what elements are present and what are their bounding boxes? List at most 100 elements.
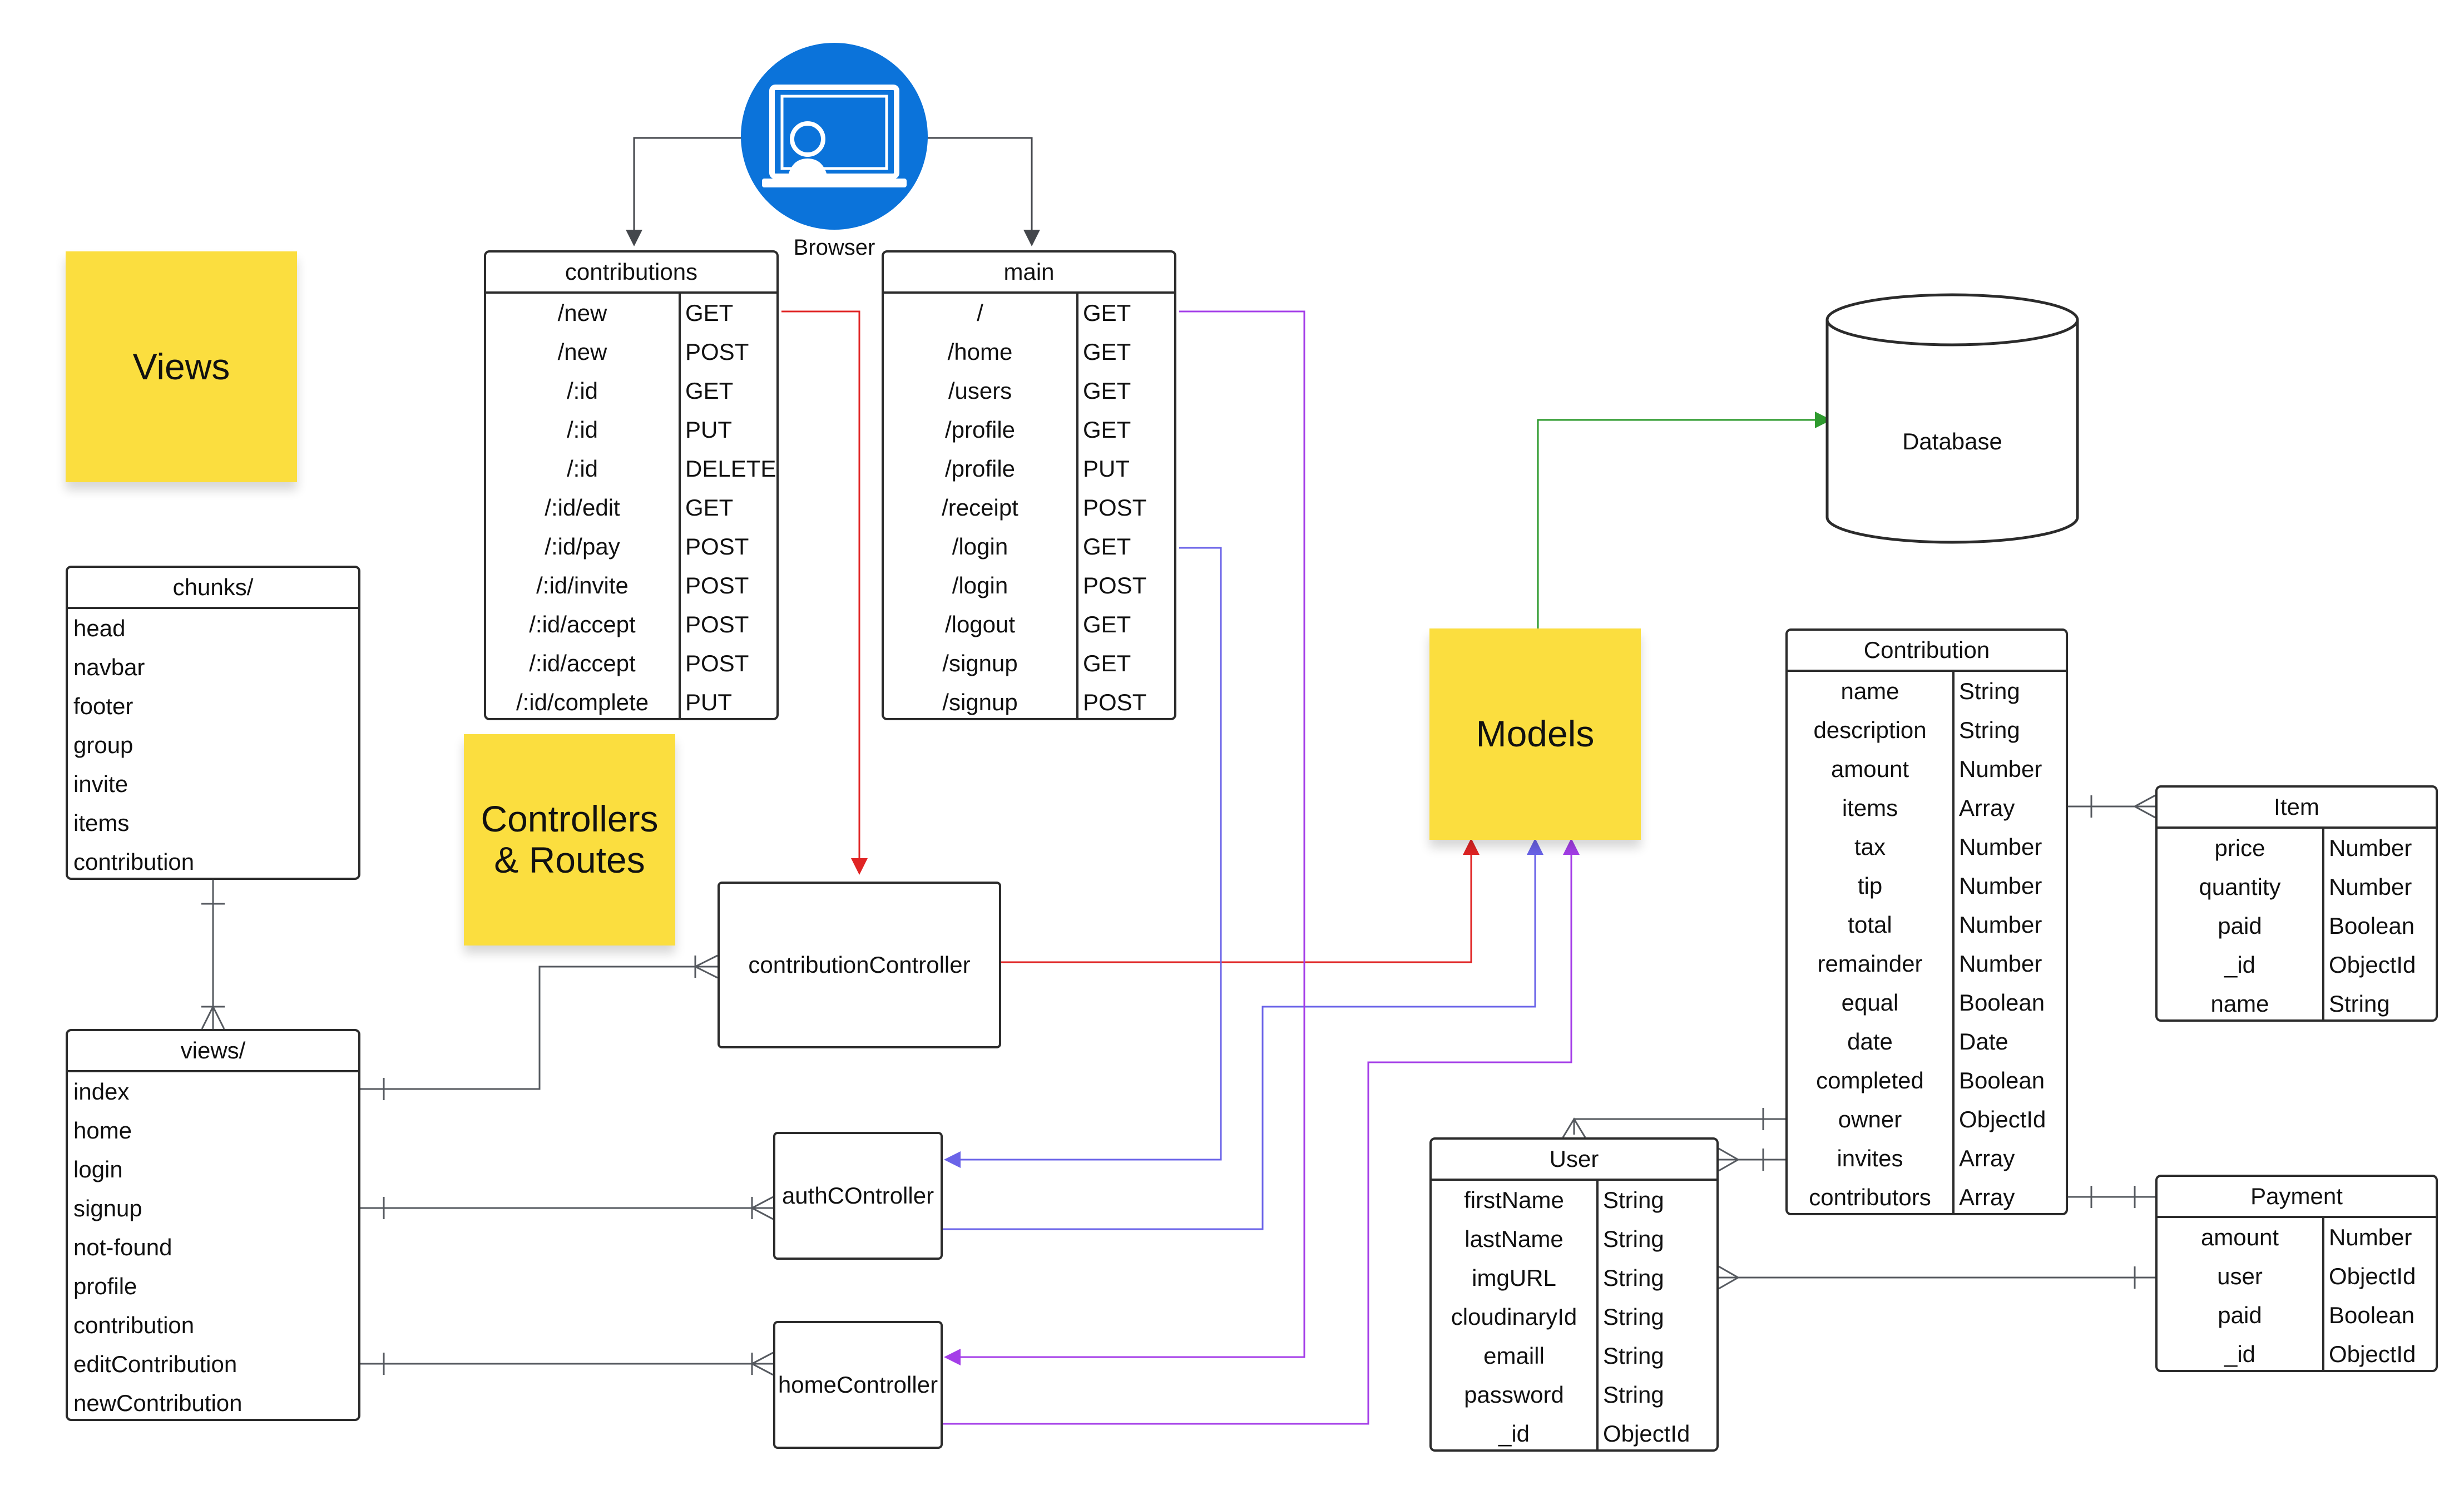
- main-to-auth-edge: [944, 547, 1222, 1168]
- route-row-value: POST: [685, 611, 749, 637]
- route-row-key: /profile: [884, 449, 1078, 488]
- main-to-home-edge: [944, 310, 1305, 1365]
- item-model-title: Item: [2158, 788, 2436, 829]
- controllers-routes-sticky-note[interactable]: Controllers & Routes: [464, 734, 675, 946]
- payment-model-title: Payment: [2158, 1177, 2436, 1218]
- database-icon: [1825, 293, 2079, 544]
- route-row-value: GET: [1083, 611, 1131, 637]
- route-row-value: GET: [1083, 339, 1131, 365]
- field-row-value: ObjectId: [1959, 1106, 2046, 1132]
- route-row-value: POST: [685, 533, 749, 560]
- route-row-value: GET: [685, 494, 734, 521]
- auth-controller-to-models-edge: [943, 838, 1543, 1230]
- contribution-controller-label: contributionController: [748, 952, 971, 978]
- route-row-key: /users: [884, 372, 1078, 410]
- home-controller-node[interactable]: homeController: [773, 1321, 943, 1449]
- models-to-database-edge: [1537, 412, 1832, 628]
- views-to-home-controller-relation: [360, 1352, 774, 1376]
- presentation-icon: [740, 42, 929, 231]
- route-row-value: POST: [685, 650, 749, 676]
- route-row-value: PUT: [685, 417, 732, 443]
- route-row-key: /signup: [884, 683, 1078, 718]
- field-row-key: date: [1788, 1022, 1955, 1061]
- route-row-value: PUT: [685, 689, 732, 715]
- field-row-key: equal: [1788, 983, 1955, 1022]
- field-row-key: tax: [1788, 828, 1955, 867]
- contribution-model-title: Contribution: [1788, 631, 2066, 672]
- field-row-key: _id: [2158, 1335, 2324, 1370]
- field-row-value: Number: [1959, 912, 2042, 938]
- field-row-value: ObjectId: [2329, 1341, 2416, 1367]
- route-row-value: POST: [1083, 494, 1147, 521]
- route-row-key: /:id/complete: [486, 683, 681, 718]
- route-row-value: POST: [1083, 689, 1147, 715]
- field-row-key: owner: [1788, 1100, 1955, 1139]
- route-row-value: GET: [685, 300, 734, 326]
- route-row-key: /signup: [884, 644, 1078, 683]
- route-row-key: /login: [884, 566, 1078, 605]
- field-row-value: String: [2329, 991, 2390, 1017]
- route-row-key: /logout: [884, 605, 1078, 644]
- field-row-value: Number: [2329, 835, 2412, 861]
- route-row-key: /receipt: [884, 488, 1078, 527]
- models-sticky-note[interactable]: Models: [1429, 628, 1641, 840]
- home-controller-to-models-edge: [943, 838, 1580, 1425]
- route-row-key: /:id/pay: [486, 527, 681, 566]
- database-node[interactable]: Database: [1824, 292, 2080, 548]
- chunk-item: navbar: [73, 654, 145, 680]
- view-item: newContribution: [73, 1390, 243, 1416]
- route-row-value: PUT: [1083, 456, 1130, 482]
- route-row-key: /:id/accept: [486, 605, 681, 644]
- chunk-item: footer: [73, 693, 133, 719]
- auth-controller-node[interactable]: authCOntroller: [773, 1132, 943, 1260]
- field-row-value: String: [1603, 1304, 1664, 1330]
- chunk-item: invite: [73, 771, 128, 797]
- field-row-value: Number: [1959, 951, 2042, 977]
- contribution-controller-node[interactable]: contributionController: [718, 882, 1001, 1048]
- field-row-value: String: [1603, 1343, 1664, 1369]
- route-row-value: GET: [1083, 417, 1131, 443]
- route-row-value: POST: [685, 572, 749, 598]
- views-to-contribution-controller-relation: [360, 954, 718, 1100]
- field-row-key: cloudinaryId: [1432, 1298, 1599, 1336]
- views-sticky-note[interactable]: Views: [66, 251, 297, 482]
- field-row-key: amount: [2158, 1218, 2324, 1257]
- view-item: signup: [73, 1195, 142, 1221]
- field-row-value: Boolean: [2329, 913, 2415, 939]
- route-row-value: GET: [1083, 533, 1131, 560]
- view-item: home: [73, 1117, 132, 1144]
- field-row-key: quantity: [2158, 868, 2324, 907]
- field-row-value: Number: [1959, 873, 2042, 899]
